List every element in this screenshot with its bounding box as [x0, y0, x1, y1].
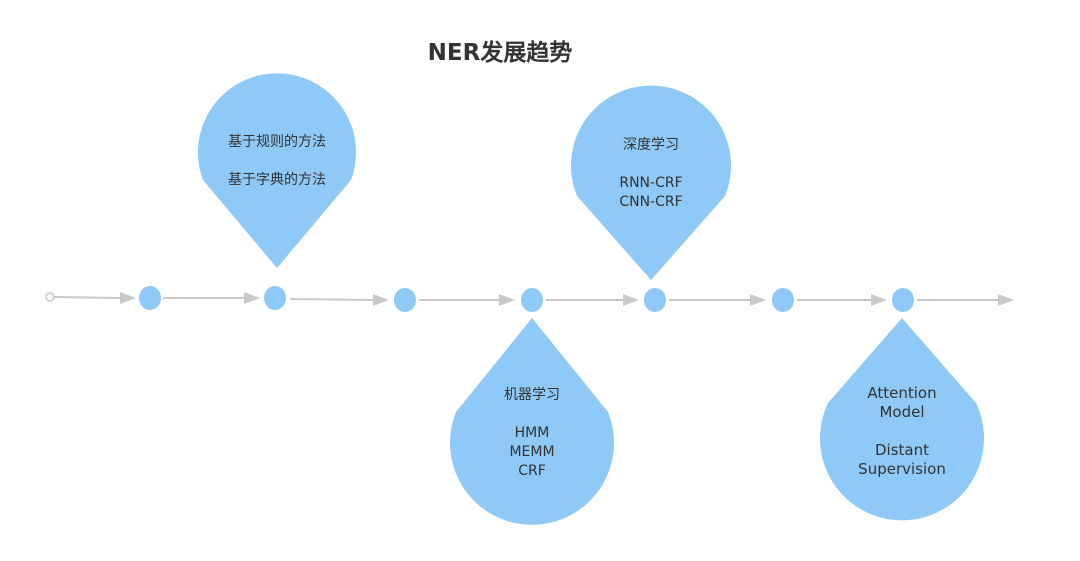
timeline-arrowhead-6 [750, 294, 766, 306]
drop-attention-shape [819, 318, 985, 521]
drop-ml-line-5: CRF [518, 463, 546, 479]
drop-rules-gap [197, 152, 357, 171]
drop-deep-shape [571, 85, 731, 280]
drop-ml-line-3: HMM [514, 425, 550, 441]
timeline-arrowhead-4 [499, 294, 515, 306]
timeline-node-4 [521, 288, 543, 312]
drop-attention-line-4: Distant [875, 441, 929, 459]
timeline-arrowhead-2 [244, 292, 260, 304]
drop-ml-shape [449, 318, 614, 525]
drop-deep-label: 深度学习 RNN-CRF CNN-CRF [571, 136, 731, 212]
timeline-arrow-3 [289, 298, 376, 301]
timeline-node-2 [264, 286, 286, 310]
drop-rules-label: 基于规则的方法 基于字典的方法 [197, 133, 357, 190]
timeline-node-1 [139, 286, 161, 310]
drop-attention-line-1: Attention [867, 384, 937, 402]
timeline-start-marker [45, 292, 55, 302]
drop-ml-label: 机器学习 HMM MEMM CRF [452, 386, 612, 481]
timeline-arrowhead-8 [998, 294, 1014, 306]
timeline-arrowhead-1 [120, 292, 136, 304]
drop-rules-line-1: 基于规则的方法 [228, 134, 326, 150]
timeline-arrow-1 [53, 296, 123, 299]
drop-ml-gap [452, 405, 612, 424]
drop-ml-line-4: MEMM [509, 444, 555, 460]
drop-attention-line-2: Model [879, 403, 925, 421]
drop-rules-line-3: 基于字典的方法 [228, 172, 326, 188]
timeline-arrowhead-3 [373, 294, 389, 306]
drop-attention-label: Attention Model Distant Supervision [822, 384, 982, 479]
timeline-arrowhead-5 [623, 294, 639, 306]
drop-ml-line-1: 机器学习 [504, 387, 560, 403]
timeline-node-6 [772, 288, 794, 312]
drop-deep-line-3: RNN-CRF [619, 175, 683, 191]
timeline-node-5 [644, 288, 666, 312]
timeline-arrowhead-7 [871, 294, 887, 306]
drop-attention-gap [822, 422, 982, 441]
drop-rules-shape [198, 73, 356, 268]
drop-deep-line-4: CNN-CRF [619, 194, 683, 210]
timeline-node-7 [892, 288, 914, 312]
drop-deep-gap [571, 155, 731, 174]
drop-attention-line-5: Supervision [858, 460, 946, 478]
timeline-node-3 [394, 288, 416, 312]
drop-deep-line-1: 深度学习 [623, 137, 679, 153]
diagram-title: NER发展趋势 [427, 40, 573, 66]
